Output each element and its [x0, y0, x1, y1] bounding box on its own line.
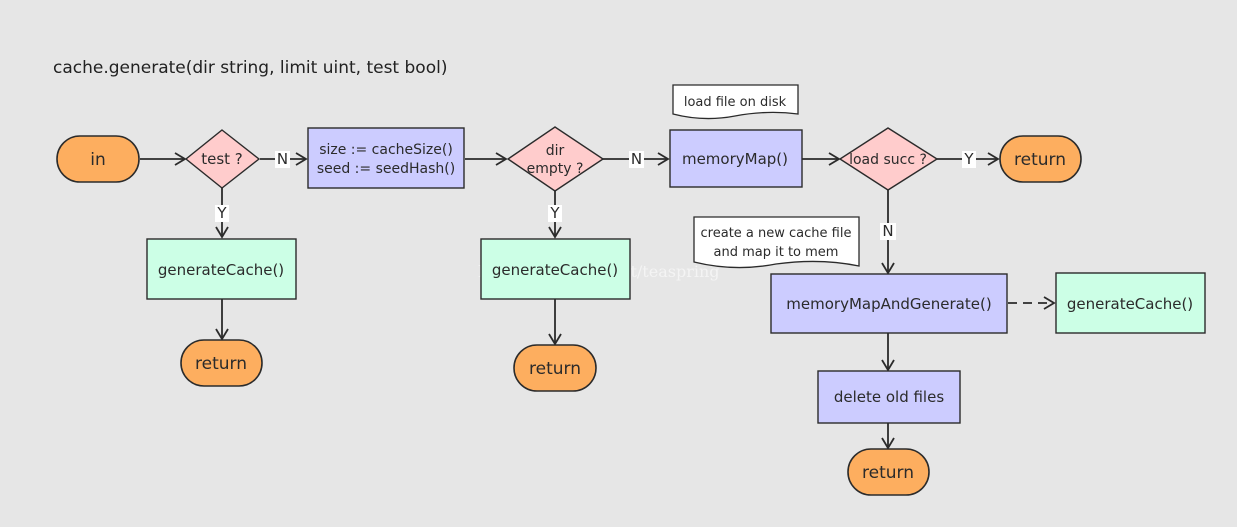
edge-label-dir-no: N: [631, 150, 642, 168]
edge-labels: N Y N Y Y N: [215, 150, 976, 240]
node-generate-cache-3: generateCache(): [1055, 272, 1206, 334]
node-generate-cache-1: generateCache(): [146, 238, 297, 300]
edge-label-load-yes: Y: [963, 150, 974, 168]
svg-text:load succ ?: load succ ?: [849, 152, 927, 168]
node-delete-old-files: delete old files: [817, 370, 961, 424]
svg-text:size := cacheSize(): size := cacheSize(): [319, 142, 453, 158]
node-memory-map-and-generate: memoryMapAndGenerate(): [770, 273, 1008, 334]
svg-text:dir: dir: [546, 143, 565, 159]
svg-text:seed := seedHash(): seed := seedHash(): [317, 161, 455, 177]
svg-text:empty ?: empty ?: [527, 161, 584, 177]
svg-text:return: return: [862, 463, 914, 483]
edge-label-load-no: N: [882, 222, 893, 240]
svg-text:return: return: [195, 354, 247, 374]
node-memory-map: memoryMap(): [669, 129, 803, 188]
decision-dir-empty: dir empty ?: [506, 126, 605, 192]
node-return-2: return: [513, 344, 597, 392]
svg-text:in: in: [90, 150, 106, 170]
svg-text:return: return: [529, 359, 581, 379]
svg-text:return: return: [1014, 150, 1066, 170]
svg-text:create a new cache file: create a new cache file: [701, 226, 852, 241]
node-size-seed: size := cacheSize() seed := seedHash(): [307, 127, 465, 189]
svg-text:generateCache(): generateCache(): [492, 261, 618, 279]
node-in: in: [56, 135, 140, 183]
edge-label-dir-yes: Y: [549, 204, 560, 222]
note-create-cache: create a new cache file and map it to me…: [693, 216, 860, 269]
decision-test: test ?: [184, 129, 261, 189]
svg-text:memoryMapAndGenerate(): memoryMapAndGenerate(): [786, 295, 991, 313]
decision-load-succ: load succ ?: [838, 127, 939, 191]
svg-text:delete old files: delete old files: [834, 388, 945, 406]
node-return-3: return: [999, 135, 1082, 183]
diagram-title: cache.generate(dir string, limit uint, t…: [53, 58, 448, 78]
svg-text:load file on disk: load file on disk: [684, 95, 787, 110]
svg-text:generateCache(): generateCache(): [1067, 295, 1193, 313]
edge-label-test-yes: Y: [216, 204, 227, 222]
node-generate-cache-2: generateCache(): [480, 238, 631, 300]
svg-text:test ?: test ?: [201, 150, 243, 168]
svg-text:memoryMap(): memoryMap(): [682, 150, 788, 168]
node-return-4: return: [847, 448, 930, 496]
edge-label-test-no: N: [277, 150, 288, 168]
svg-text:generateCache(): generateCache(): [158, 261, 284, 279]
note-load-file: load file on disk: [672, 84, 799, 120]
node-return-1: return: [180, 339, 263, 387]
svg-text:and map it to mem: and map it to mem: [714, 245, 839, 260]
